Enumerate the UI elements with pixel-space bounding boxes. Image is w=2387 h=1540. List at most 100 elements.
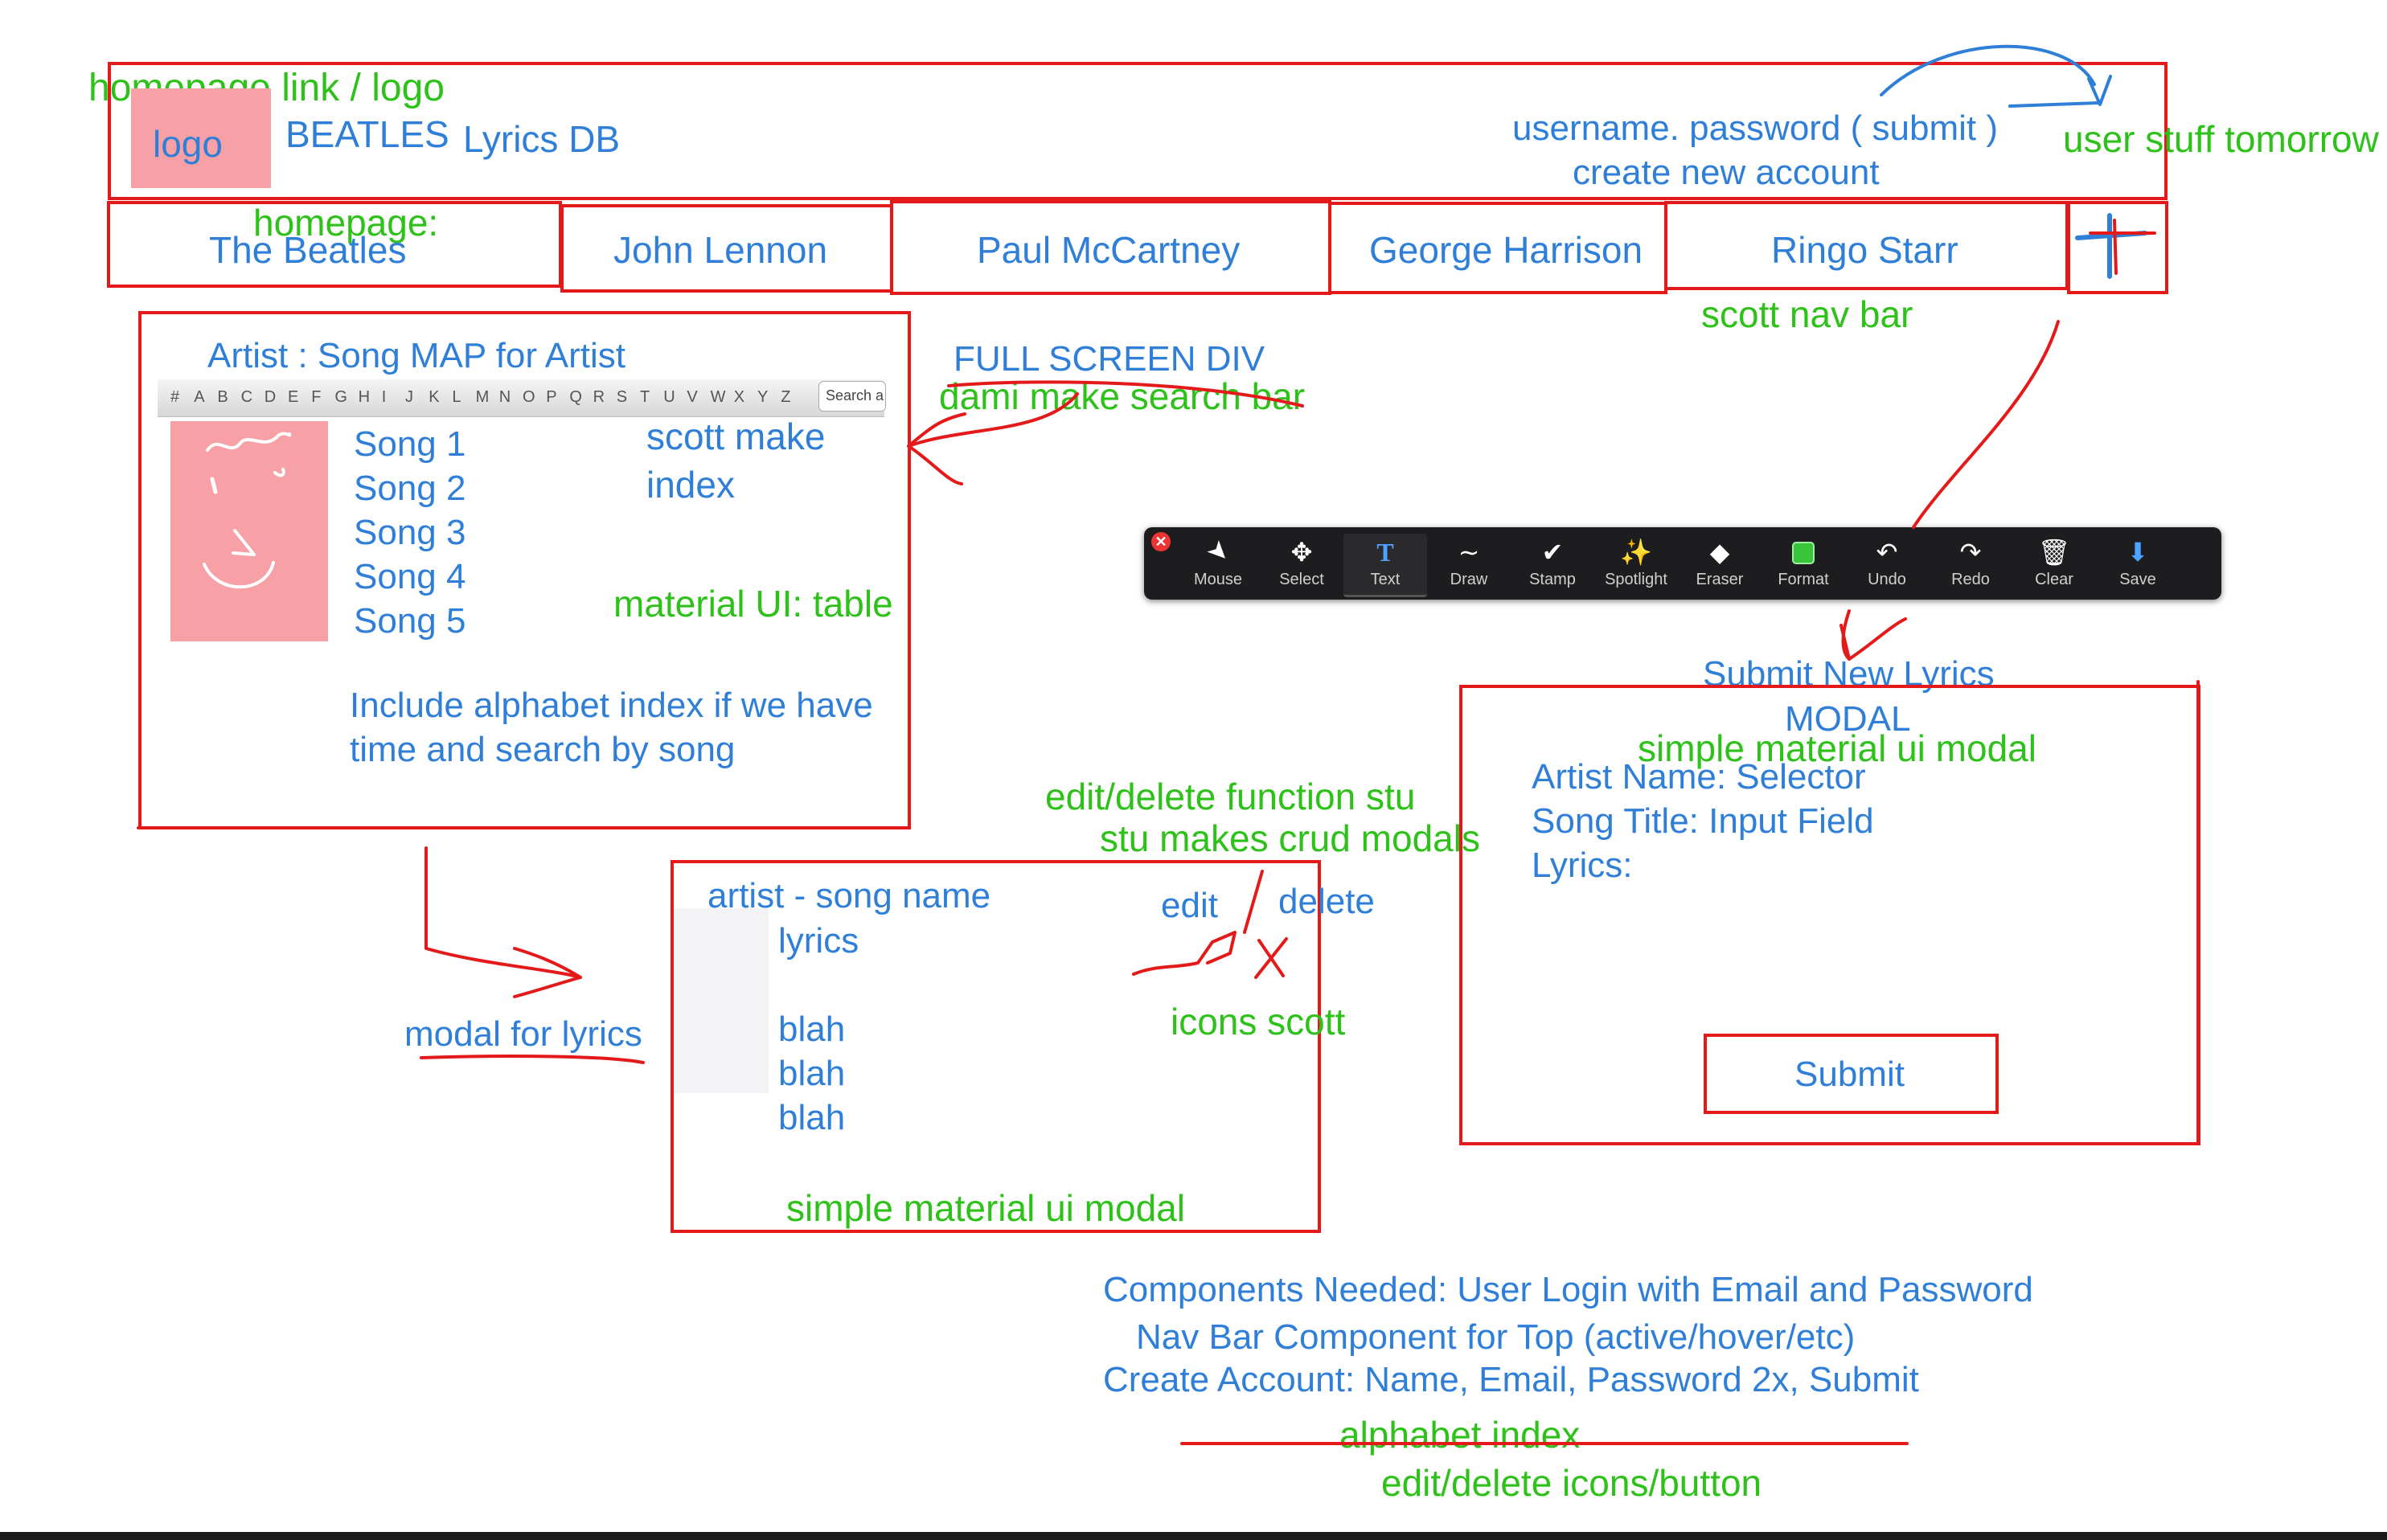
lyrics-modal-heading: artist - song name xyxy=(707,876,991,915)
alphabet-letter[interactable]: Z xyxy=(781,388,791,406)
alphabet-letter[interactable]: Q xyxy=(569,388,582,406)
components-line-2: Nav Bar Component for Top (active/hover/… xyxy=(1136,1317,1856,1357)
site-title-db: Lyrics DB xyxy=(463,118,621,160)
alphabet-letter[interactable]: N xyxy=(498,388,511,406)
nav-item-paul-mccartney[interactable]: Paul McCartney xyxy=(977,229,1241,271)
lyrics-line: blah xyxy=(778,1010,846,1049)
alphabet-letter[interactable]: O xyxy=(523,388,535,406)
toolbar-label: Draw xyxy=(1450,571,1488,588)
artist-panel-frame xyxy=(138,311,911,829)
alphabet-letter[interactable]: V xyxy=(687,388,698,406)
alphabet-note-2: time and search by song xyxy=(350,730,736,769)
toolbar-stamp-button[interactable]: ✔ Stamp xyxy=(1511,534,1594,595)
toolbar-save-button[interactable]: ⬇ Save xyxy=(2096,534,2180,595)
lyrics-line: blah xyxy=(778,1098,846,1137)
song-list-item[interactable]: Song 5 xyxy=(354,601,466,641)
toolbar-eraser-button[interactable]: ◆Eraser xyxy=(1678,534,1762,595)
components-line-4: alphabet index xyxy=(1339,1414,1581,1456)
toolbar-clear-button[interactable]: 🗑Clear xyxy=(2012,534,2096,595)
check-icon: ✔ xyxy=(1541,538,1564,567)
submit-modal-note: simple material ui modal xyxy=(1638,727,2036,769)
color-square-icon xyxy=(1762,534,1845,571)
alphabet-letter[interactable]: A xyxy=(194,388,205,406)
alphabet-letter[interactable]: # xyxy=(170,388,180,406)
toolbar-label: Eraser xyxy=(1696,571,1744,588)
alphabet-note: Include alphabet index if we have xyxy=(350,686,873,725)
redo-icon: ↷ xyxy=(1959,538,1982,567)
nav-item-john-lennon[interactable]: John Lennon xyxy=(613,229,828,271)
alphabet-letter[interactable]: E xyxy=(288,388,299,406)
alphabet-letter[interactable]: M xyxy=(475,388,490,406)
close-icon[interactable]: ✕ xyxy=(1151,532,1171,551)
toolbar-label: Spotlight xyxy=(1605,571,1667,588)
toolbar-redo-button[interactable]: ↷Redo xyxy=(1929,534,2012,595)
lyrics-modal-shade xyxy=(674,908,769,1093)
delete-button[interactable]: delete xyxy=(1278,882,1375,921)
components-line-1: Components Needed: User Login with Email… xyxy=(1103,1270,2033,1309)
index-note-2: index xyxy=(646,464,735,506)
alphabet-letter[interactable]: U xyxy=(663,388,675,406)
song-list-item[interactable]: Song 2 xyxy=(354,469,466,508)
alphabet-letter[interactable]: Y xyxy=(757,388,769,406)
crud-note: edit/delete function stu xyxy=(1045,776,1416,817)
squiggle-icon: ∼ xyxy=(1458,538,1480,567)
nav-item-george-harrison[interactable]: George Harrison xyxy=(1369,229,1643,271)
alphabet-letter[interactable]: P xyxy=(546,388,557,406)
alphabet-letter[interactable]: T xyxy=(640,388,650,406)
save-icon: ⬇ xyxy=(2127,538,2149,567)
underline-modal-note xyxy=(420,1055,645,1064)
lyrics-input[interactable]: Lyrics: xyxy=(1532,846,1633,885)
window-bottom-edge xyxy=(0,1532,2387,1540)
lyrics-modal-note: modal for lyrics xyxy=(404,1014,642,1054)
index-note: scott make xyxy=(646,416,826,457)
artist-portrait xyxy=(170,421,328,641)
nav-add-box[interactable] xyxy=(2067,201,2168,294)
toolbar-mouse-button[interactable]: ➤Mouse xyxy=(1176,534,1260,595)
edit-button[interactable]: edit xyxy=(1161,886,1218,925)
submit-button[interactable] xyxy=(1704,1034,1999,1114)
logo-label: logo xyxy=(153,123,223,165)
artist-name-selector[interactable]: Artist Name: Selector xyxy=(1532,757,1866,797)
alphabet-letter[interactable]: D xyxy=(264,388,277,406)
toolbar-draw-button[interactable]: ∼ Draw xyxy=(1427,534,1511,595)
homepage-note: homepage: xyxy=(253,202,439,244)
nav-item-the-beatles[interactable]: The Beatles xyxy=(209,229,407,271)
alphabet-letter[interactable]: J xyxy=(405,388,413,406)
alphabet-letter[interactable]: B xyxy=(217,388,228,406)
song-search-input[interactable]: Search a xyxy=(818,381,886,412)
login-form[interactable]: username. password ( submit ) xyxy=(1512,109,1998,148)
alphabet-letter[interactable]: S xyxy=(616,388,628,406)
text-icon: T xyxy=(1376,538,1394,567)
nav-item-ringo-starr[interactable]: Ringo Starr xyxy=(1771,229,1958,271)
toolbar-label: Stamp xyxy=(1529,571,1576,588)
wand-icon: ✨ xyxy=(1620,538,1652,567)
toolbar-label: Save xyxy=(2119,571,2156,588)
alphabet-letter[interactable]: G xyxy=(334,388,347,406)
song-list-item[interactable]: Song 1 xyxy=(354,424,466,464)
alphabet-letter[interactable]: L xyxy=(452,388,461,406)
full-screen-note: FULL SCREEN DIV xyxy=(954,339,1265,379)
alphabet-letter[interactable]: C xyxy=(240,388,253,406)
toolbar-format-button[interactable]: Format xyxy=(1762,534,1845,595)
alphabet-letter[interactable]: X xyxy=(733,388,745,406)
alphabet-letter[interactable]: F xyxy=(311,388,322,406)
alphabet-letter[interactable]: R xyxy=(593,388,605,406)
alphabet-letter[interactable]: H xyxy=(358,388,371,406)
alphabet-letter[interactable]: W xyxy=(710,388,726,406)
material-table-note: material UI: table xyxy=(613,583,893,625)
logo-placeholder[interactable] xyxy=(131,88,271,188)
components-line-3: Create Account: Name, Email, Password 2x… xyxy=(1103,1360,1919,1399)
toolbar-spotlight-button[interactable]: ✨ Spotlight xyxy=(1594,534,1678,595)
song-list-item[interactable]: Song 4 xyxy=(354,557,466,596)
toolbar-undo-button[interactable]: ↶Undo xyxy=(1845,534,1929,595)
song-title-input[interactable]: Song Title: Input Field xyxy=(1532,801,1874,841)
alphabet-letter[interactable]: K xyxy=(429,388,440,406)
toolbar-select-button[interactable]: ✥Select xyxy=(1260,534,1343,595)
toolbar-label: Select xyxy=(1279,571,1324,588)
song-list-item[interactable]: Song 3 xyxy=(354,513,466,552)
lyrics-line: blah xyxy=(778,1054,846,1093)
alphabet-letter[interactable]: I xyxy=(381,388,387,406)
create-account-link[interactable]: create new account xyxy=(1573,153,1880,192)
arrow-to-submit-icon xyxy=(1839,320,2060,661)
